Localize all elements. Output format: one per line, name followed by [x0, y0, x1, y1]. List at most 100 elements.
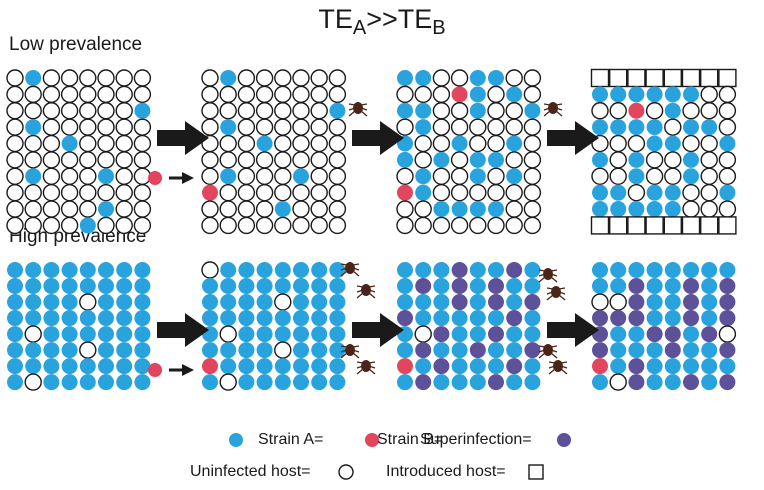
row0-panel3-uninfected-host: [645, 167, 664, 185]
row0-panel1-uninfected-host: [219, 183, 237, 202]
row1-panel2-superinfected-host: [433, 358, 450, 375]
row1-panel2-strain-a-host: [451, 342, 468, 359]
row1-panel3-strain-a-host: [592, 278, 608, 295]
row0-panel0-uninfected-host: [115, 102, 133, 120]
row1-panel2-superinfected-host: [524, 294, 541, 311]
row1-panel2-strain-a-host: [524, 326, 541, 343]
row0-panel0-uninfected-host: [97, 151, 115, 169]
row1-panel2-strain-a-host: [524, 374, 541, 391]
row1-panel2-superinfected-host: [433, 326, 450, 343]
row1-panel3-strain-a-host: [646, 310, 663, 327]
row1-panel0-strain-a-host: [7, 262, 23, 278]
row0-panel1-strain-b-host: [202, 184, 218, 201]
row1-panel2-strain-a-host: [469, 294, 486, 311]
row0-panel2-uninfected-host: [505, 200, 523, 218]
row1-panel3-strain-a-host: [592, 262, 608, 278]
row1-panel1-strain-a-host: [293, 310, 309, 327]
row1-panel0-strain-a-host: [43, 374, 60, 391]
tick-icon: [340, 344, 360, 359]
row1-panel3-strain-a-host: [664, 278, 681, 295]
row0-panel3-uninfected-host: [700, 134, 718, 153]
title-sub-a: A: [352, 17, 367, 39]
row0-panel0-uninfected-host: [115, 69, 133, 87]
row1-panel3-superinfected-host: [719, 278, 736, 295]
row0-panel1-uninfected-host: [219, 200, 237, 218]
row0-panel2-uninfected-host: [469, 216, 487, 235]
row1-panel2-strain-a-host: [524, 262, 541, 278]
row0-panel1-uninfected-host: [237, 183, 256, 202]
row1-panel3-strain-a-host: [701, 294, 718, 311]
row1-panel2-strain-a-host: [433, 310, 450, 327]
row1-panel3-strain-a-host: [664, 294, 681, 311]
row0-panel3-uninfected-host: [645, 151, 664, 169]
row1-panel1-strain-a-host: [274, 358, 291, 375]
row1-panel2-strain-a-host: [469, 374, 486, 391]
row1-panel3-superinfected-host: [610, 310, 627, 327]
row1-panel2-strain-a-host: [433, 294, 450, 311]
row0-panel0-uninfected-host: [133, 151, 152, 169]
row0-panel0-uninfected-host: [24, 102, 42, 120]
row1-panel3-superinfected-host: [683, 374, 699, 391]
row1-panel2-superinfected-host: [451, 262, 468, 278]
row0-panel2-strain-a-host: [506, 168, 523, 185]
row0-panel1-uninfected-host: [255, 102, 274, 120]
row0-panel1-uninfected-host: [274, 216, 292, 235]
row0-panel3-strain-a-host: [646, 135, 663, 152]
row1-panel3-strain-a-host: [683, 326, 699, 343]
row1-panel1-uninfected-host: [219, 325, 237, 343]
row0-panel0-uninfected-host: [133, 216, 152, 235]
row0-panel0-uninfected-host: [97, 102, 115, 120]
tick-icon: [538, 268, 558, 283]
row0-panel1-uninfected-host: [310, 102, 328, 120]
row0-panel3-strain-a-host: [610, 201, 627, 218]
row0-panel2-uninfected-host: [450, 69, 469, 87]
row1-panel1-strain-a-host: [202, 310, 218, 327]
row1-panel2-strain-a-host: [433, 374, 450, 391]
row0-panel0-uninfected-host: [79, 167, 97, 185]
row1-panel0-uninfected-host: [79, 293, 97, 311]
row0-panel0-uninfected-host: [60, 102, 79, 120]
row0-panel1-uninfected-host: [328, 200, 347, 218]
row0-panel1-uninfected-host: [328, 167, 347, 185]
row1-panel0-strain-a-host: [116, 342, 133, 359]
row0-panel1-strain-a-host: [293, 168, 309, 185]
row0-panel2-uninfected-host: [414, 134, 432, 153]
row1-panel0-strain-a-host: [7, 358, 23, 375]
row0-panel0-uninfected-host: [6, 102, 24, 120]
row1-panel1-strain-a-host: [311, 326, 328, 343]
row0-panel3-introduced-host: [663, 216, 682, 235]
row0-panel0-uninfected-host: [24, 85, 42, 104]
row0-panel1-uninfected-host: [292, 151, 310, 169]
row0-panel0-uninfected-host: [133, 134, 152, 153]
row0-panel3-introduced-host: [645, 68, 664, 88]
row1-panel0-strain-a-host: [79, 326, 96, 343]
row0-panel0-uninfected-host: [60, 118, 79, 136]
row0-panel2-uninfected-host: [396, 216, 414, 235]
row0-panel1-uninfected-host: [219, 102, 237, 120]
row1-panel3-strain-a-host: [664, 262, 681, 278]
row1-panel1-strain-a-host: [329, 310, 346, 327]
row1-panel3-strain-a-host: [610, 262, 627, 278]
row1-panel2-strain-a-host: [397, 374, 413, 391]
row0-panel2-uninfected-host: [469, 134, 487, 153]
row0-panel3-uninfected-host: [664, 118, 682, 136]
row1-panel0-strain-a-host: [98, 326, 114, 343]
row0-panel1-uninfected-host: [274, 69, 292, 87]
row1-panel3-superinfected-host: [592, 310, 608, 327]
row0-panel0-uninfected-host: [6, 183, 24, 202]
row0-panel2-strain-a-host: [524, 102, 541, 119]
row1-panel0-strain-a-host: [43, 294, 60, 311]
row1-panel2-superinfected-host: [488, 278, 504, 295]
row1-panel1-strain-a-host: [202, 294, 218, 311]
row0-panel3-strain-a-host: [701, 119, 718, 136]
row0-panel3-strain-a-host: [592, 151, 608, 168]
row0-panel0-uninfected-host: [97, 216, 115, 235]
row0-panel2-strain-a-host: [469, 201, 486, 218]
row1-panel2-strain-a-host: [415, 262, 432, 278]
row1-panel2-superinfected-host: [415, 342, 432, 359]
row0-panel2-uninfected-host: [450, 167, 469, 185]
row1-panel0-strain-a-host: [134, 278, 151, 295]
row1-panel3-superinfected-host: [719, 374, 736, 391]
row1-panel2-strain-a-host: [469, 262, 486, 278]
row0-panel0-uninfected-host: [42, 183, 61, 202]
